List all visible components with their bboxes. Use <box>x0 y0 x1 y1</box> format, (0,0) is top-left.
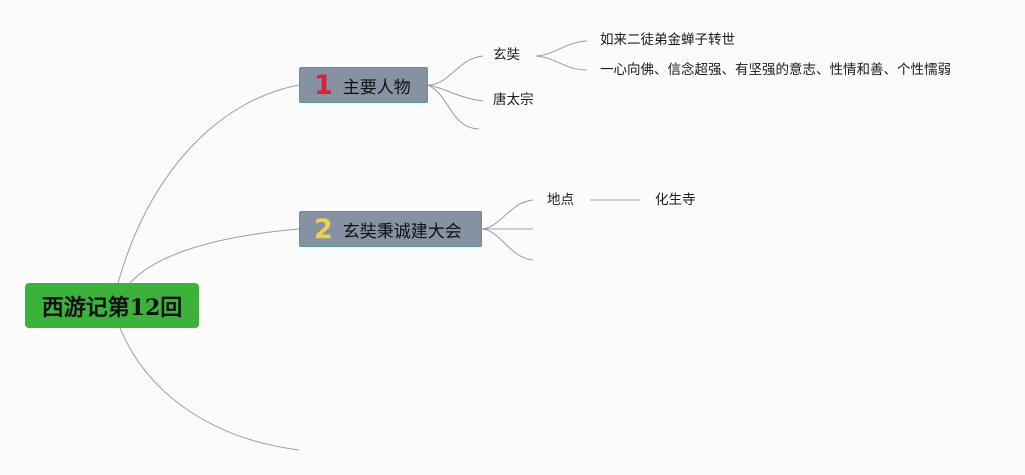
connector-topic-1-to-taizong <box>427 84 484 102</box>
subtopic-taizong[interactable]: 唐太宗 <box>493 92 534 108</box>
connector-topic-1-to-xuanzang <box>427 55 484 86</box>
connector-topic-2-to-empty-2 <box>481 228 534 261</box>
topic-label: 玄奘秉诚建大会 <box>342 221 462 242</box>
connector-xuanzang-to-detail-2 <box>535 55 588 71</box>
detail-location-temple[interactable]: 化生寺 <box>655 192 696 208</box>
subtopic-xuanzang[interactable]: 玄奘 <box>493 47 520 63</box>
connector-xuanzang-to-detail-1 <box>535 40 588 57</box>
topic-node-assembly[interactable]: 2 玄奘秉诚建大会 <box>299 211 482 247</box>
root-title: 西游记第12回 <box>41 294 183 321</box>
topic-number-badge: 2 <box>314 213 333 245</box>
root-node[interactable]: 西游记第12回 <box>25 283 199 328</box>
connector-root-to-lower-branch <box>119 327 300 451</box>
topic-number-badge: 1 <box>314 69 333 101</box>
topic-node-main-characters[interactable]: 1 主要人物 <box>299 67 428 103</box>
connector-root-to-topic-1 <box>117 84 300 284</box>
connector-topic-2-to-location <box>481 199 534 230</box>
detail-xuanzang-origin[interactable]: 如来二徒弟金蝉子转世 <box>600 32 735 48</box>
connector-topic-1-to-empty <box>427 84 480 130</box>
detail-xuanzang-traits[interactable]: 一心向佛、信念超强、有坚强的意志、性情和善、个性懦弱 <box>600 62 951 78</box>
connector-root-to-topic-2 <box>129 228 300 284</box>
topic-label: 主要人物 <box>342 77 411 98</box>
subtopic-location[interactable]: 地点 <box>547 192 574 208</box>
